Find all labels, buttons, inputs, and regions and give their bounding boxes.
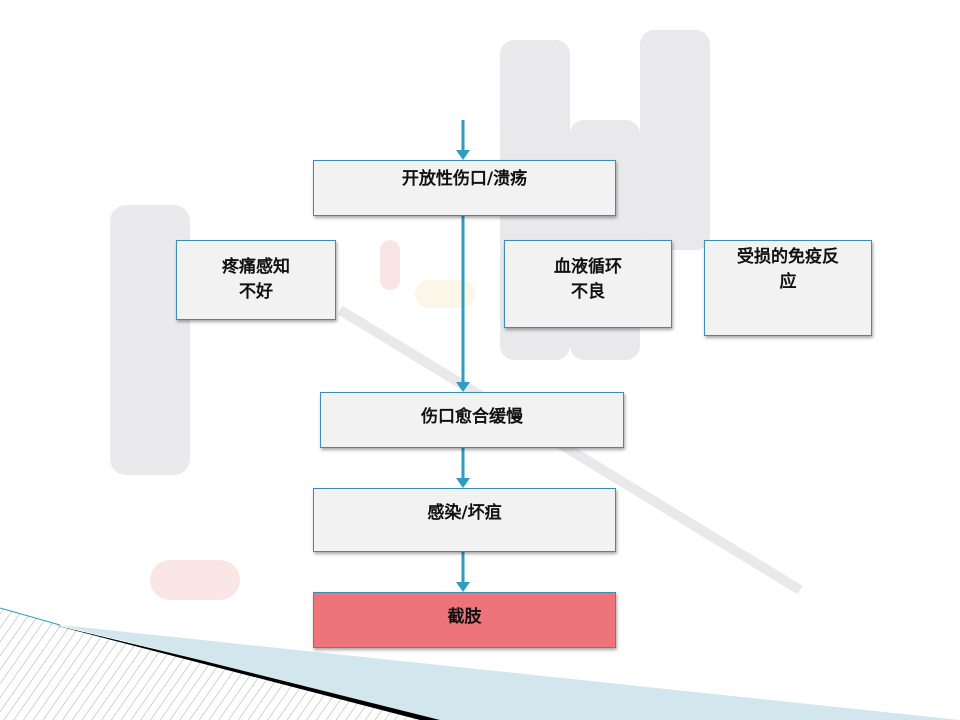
node-infection-gangrene: 感染/坏疽 xyxy=(313,488,616,552)
node-poor-pain-perception: 疼痛感知 不好 xyxy=(176,240,336,320)
node-slow-healing: 伤口愈合缓慢 xyxy=(320,392,624,448)
node-open-wound: 开放性伤口/溃疡 xyxy=(313,160,616,216)
flow-arrows xyxy=(456,120,470,592)
blue-band xyxy=(60,625,960,720)
black-wedge xyxy=(50,624,440,720)
node-impaired-immune-response: 受损的免疫反 应 xyxy=(704,240,872,336)
node-amputation: 截肢 xyxy=(313,592,616,648)
node-poor-circulation: 血液循环 不良 xyxy=(504,240,672,328)
hatch-decoration xyxy=(0,608,440,720)
